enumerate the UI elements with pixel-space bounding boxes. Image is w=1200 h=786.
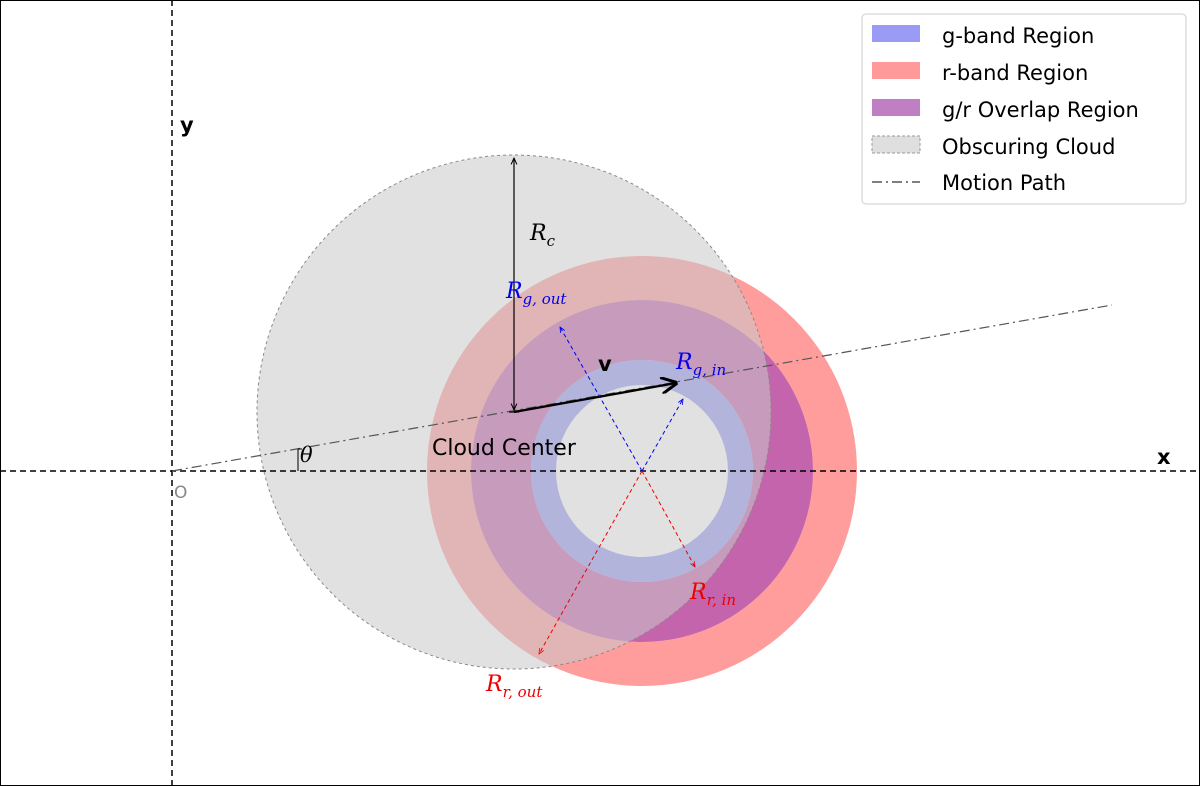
legend-label-overlap: g/r Overlap Region [942, 98, 1139, 122]
legend-label-g-band: g-band Region [942, 24, 1094, 48]
legend-swatch-g-band [872, 25, 920, 42]
legend-swatch-overlap [872, 99, 920, 116]
legend: g-band Region r-band Region g/r Overlap … [861, 13, 1187, 205]
legend-label-cloud: Obscuring Cloud [942, 135, 1115, 159]
legend-swatch-cloud [871, 135, 921, 154]
g-in-label: Rg, in [675, 350, 726, 379]
legend-box [861, 13, 1187, 205]
origin-label: O [174, 483, 187, 503]
r-in-radius-arrow [641, 470, 695, 567]
velocity-label: v [598, 352, 612, 376]
legend-swatch-r-band [872, 62, 920, 79]
motion-path-line [171, 304, 1113, 472]
angle-label: θ [300, 443, 313, 467]
r-out-label: Rr, out [485, 672, 543, 701]
x-axis-label: x [1157, 445, 1171, 469]
g-out-label: Rg, out [505, 279, 567, 308]
cloud-center-label: Cloud Center [432, 436, 577, 461]
legend-label-r-band: r-band Region [942, 61, 1088, 85]
r-in-label: Rr, in [689, 580, 736, 609]
y-axis-label: y [180, 113, 194, 137]
cloud-radius-label: Rc [529, 221, 556, 250]
velocity-arrow [513, 383, 676, 414]
legend-label-motion-path: Motion Path [942, 171, 1066, 195]
